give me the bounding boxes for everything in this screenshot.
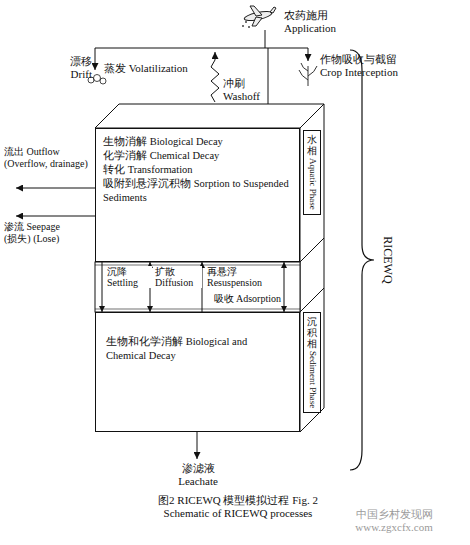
- crop-interception-label: 作物吸收与截留 Crop Interception: [320, 53, 420, 78]
- leachate-label: 渗滤液 Leachate: [170, 462, 226, 487]
- rotated-text-holder: Sediment Phase: [307, 351, 318, 409]
- process-text: 化学消解 Chemical Decay: [103, 149, 293, 163]
- distribution-lines: [95, 30, 308, 116]
- process-text: 生物和化学消解 Biological and Chemical Decay: [106, 335, 256, 363]
- aquatic-phase-box: 生物消解 Biological Decay化学消解 Chemical Decay…: [95, 128, 300, 262]
- process-text: 吸附到悬浮沉积物 Sorption to Suspended Sediments: [103, 177, 293, 205]
- figure-caption: 图2 RICEWQ 模型模拟过程 Fig. 2 Schematic of RIC…: [158, 494, 318, 519]
- process-text: 转化 Transformation: [103, 163, 293, 177]
- phase-name-english: Sediment Phase: [307, 351, 318, 408]
- airplane-icon: [244, 6, 276, 26]
- phase-box: [95, 104, 324, 432]
- outflow-label: 流出 Outflow (Overflow, drainage): [4, 146, 92, 169]
- seepage-label: 渗流 Seepage (损失) (Lose): [4, 221, 74, 244]
- process-label: 扩散 Diffusion: [154, 266, 202, 288]
- phase-name: 水相: [307, 134, 317, 156]
- spray-dots: [242, 21, 250, 28]
- phase-side-label: 沉积相 Sediment Phase: [303, 312, 321, 413]
- process-label: 沉降 Settling: [106, 266, 152, 288]
- model-name: RICEWQ: [380, 225, 394, 295]
- process-text: 生物消解 Biological Decay: [103, 135, 293, 149]
- drift-label: 漂移 Drift: [50, 55, 92, 80]
- model-brace: [350, 50, 374, 470]
- phase-name: 沉积相: [307, 316, 317, 349]
- process-label: 再悬浮 Resuspension: [206, 266, 276, 288]
- phase-name-english: Aquatic Phase: [307, 158, 318, 210]
- process-label: 吸收 Adsorption: [206, 293, 282, 304]
- exchange-arrow: [284, 262, 285, 312]
- sediment-phase-box: 生物和化学消解 Biological and Chemical Decay: [95, 312, 300, 432]
- crop-icon: [299, 63, 317, 86]
- exchange-arrow: [102, 262, 103, 312]
- rotated-text-holder: Aquatic Phase: [307, 158, 318, 211]
- washoff-label: 冲刷 Washoff: [223, 77, 267, 102]
- phase-side-label: 水相 Aquatic Phase: [303, 130, 321, 215]
- volatilization-label: 蒸发 Volatilization: [104, 62, 188, 75]
- watermark: 中国乡村发现网 www.zgxcfx.com: [330, 508, 458, 533]
- application-label: 农药施用 Application: [284, 9, 348, 34]
